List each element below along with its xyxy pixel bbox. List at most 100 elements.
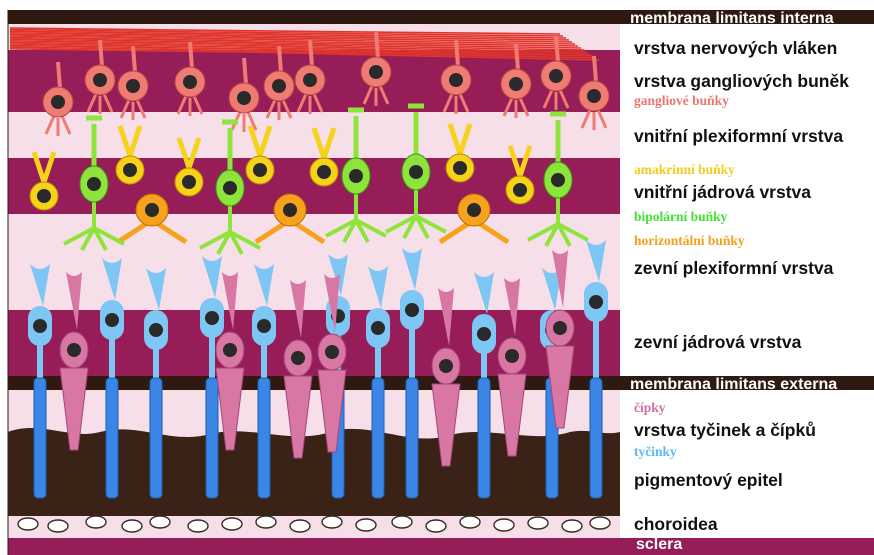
nucleus (589, 295, 603, 309)
nucleus (449, 73, 463, 87)
nucleus (405, 303, 419, 317)
nucleus (349, 169, 363, 183)
ganglion-axon (190, 42, 192, 68)
choroid-pebble (562, 520, 582, 532)
choroid-pebble (590, 517, 610, 529)
choroid-pebble (188, 520, 208, 532)
label-bipolar-cells: bipolární buňky (634, 210, 727, 224)
choroid-pebble (290, 520, 310, 532)
ganglion-axon (133, 46, 135, 72)
nucleus (105, 313, 119, 327)
nucleus (253, 163, 267, 177)
nucleus (467, 203, 481, 217)
ganglion-axon (456, 40, 458, 66)
rod-outer-segment (206, 378, 218, 498)
rod-inner-segment (593, 320, 599, 382)
choroid-pebble (322, 516, 342, 528)
nucleus (145, 203, 159, 217)
nucleus (37, 189, 51, 203)
nucleus (587, 89, 601, 103)
label-ganglion-cells: gangliové buňky (634, 94, 729, 108)
nucleus (409, 165, 423, 179)
nucleus (549, 69, 563, 83)
nucleus (439, 359, 453, 373)
nucleus (237, 91, 251, 105)
bar-sclera (8, 538, 874, 555)
choroid-pebble (460, 516, 480, 528)
nucleus (126, 79, 140, 93)
nucleus (149, 323, 163, 337)
label-amacrine-cells: amakrinní buňky (634, 163, 735, 177)
nucleus (291, 351, 305, 365)
rod-outer-segment (34, 378, 46, 498)
nucleus (223, 181, 237, 195)
label-cones: čípky (634, 401, 666, 415)
label-outer-nuclear-layer: zevní jádrová vrstva (634, 334, 801, 352)
label-nerve-fiber-layer: vrstva nervových vláken (634, 40, 837, 58)
ganglion-axon (376, 32, 378, 58)
nucleus (371, 321, 385, 335)
nucleus (369, 65, 383, 79)
band-outer-plexiform (8, 214, 620, 310)
nucleus (513, 183, 527, 197)
rod-outer-segment (258, 378, 270, 498)
ganglion-axon (244, 58, 246, 84)
choroid-pebble (86, 516, 106, 528)
nucleus (182, 175, 196, 189)
rod-outer-segment (106, 378, 118, 498)
label-inner-plexiform-layer: vnitřní plexiformní vrstva (634, 128, 843, 146)
choroid-pebble (48, 520, 68, 532)
ganglion-axon (516, 44, 518, 70)
label-pigment-epithelium: pigmentový epitel (634, 472, 783, 490)
nucleus (283, 203, 297, 217)
nucleus (453, 161, 467, 175)
ganglion-axon (310, 40, 312, 66)
choroid-pebble (18, 518, 38, 530)
nucleus (303, 73, 317, 87)
nucleus (183, 75, 197, 89)
label-membrana-limitans-externa: membrana limitans externa (630, 377, 837, 393)
choroid-pebble (494, 519, 514, 531)
nucleus (272, 79, 286, 93)
choroid-pebble (392, 516, 412, 528)
ganglion-axon (100, 40, 102, 66)
ganglion-axon (279, 46, 281, 72)
nucleus (87, 177, 101, 191)
choroid-pebble (528, 517, 548, 529)
label-sclera: sclera (636, 537, 682, 553)
label-rods: tyčinky (634, 445, 677, 459)
label-ganglion-cell-layer: vrstva gangliových buněk (634, 73, 849, 91)
rod-outer-segment (372, 378, 384, 498)
nucleus (223, 343, 237, 357)
ganglion-axon (594, 56, 596, 82)
choroid-pebble (426, 520, 446, 532)
nucleus (509, 77, 523, 91)
nucleus (551, 173, 565, 187)
choroid-pebble (222, 518, 242, 530)
nucleus (325, 345, 339, 359)
nucleus (477, 327, 491, 341)
label-membrana-limitans-interna: membrana limitans interna (630, 11, 834, 27)
band-outer-nuclear (8, 310, 620, 378)
nucleus (317, 165, 331, 179)
ganglion-axon (556, 36, 558, 62)
rod-outer-segment (478, 378, 490, 498)
label-outer-plexiform-layer: zevní plexiformní vrstva (634, 260, 833, 278)
label-choroid: choroidea (634, 516, 718, 534)
rod-outer-segment (590, 378, 602, 498)
nucleus (505, 349, 519, 363)
nucleus (51, 95, 65, 109)
choroid-pebble (356, 519, 376, 531)
rod-outer-segment (406, 378, 418, 498)
nucleus (93, 73, 107, 87)
rod-outer-segment (150, 378, 162, 498)
ganglion-axon (58, 62, 60, 88)
choroid-pebble (122, 520, 142, 532)
choroid-pebble (150, 516, 170, 528)
nucleus (33, 319, 47, 333)
nucleus (205, 311, 219, 325)
choroid-pebble (256, 516, 276, 528)
pigment-epithelium (8, 428, 620, 516)
label-rod-cone-layer: vrstva tyčinek a čípků (634, 422, 816, 440)
label-inner-nuclear-layer: vnitřní jádrová vrstva (634, 184, 811, 202)
